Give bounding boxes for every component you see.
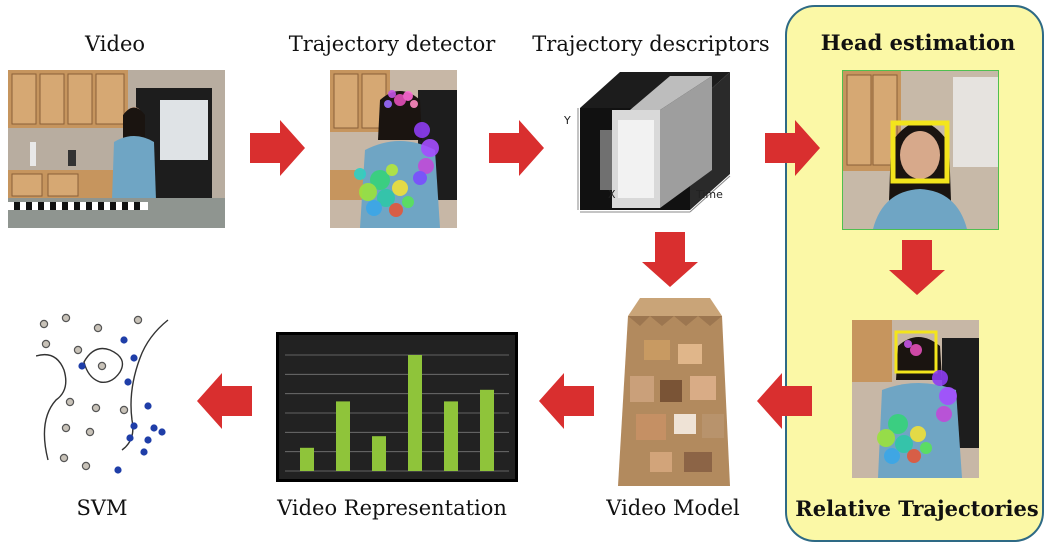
svm-point-class-b [140, 448, 148, 456]
svm-point-class-b [120, 336, 128, 344]
svm-point-class-a [41, 339, 51, 349]
svm-point-class-b [130, 422, 138, 430]
svm-point-class-a [73, 345, 83, 355]
histogram-bar [444, 401, 458, 471]
svm-label: SVM [76, 496, 128, 520]
svm-point-class-a [81, 461, 91, 471]
svm-point-class-a [39, 319, 49, 329]
svm-point-class-a [61, 313, 71, 323]
svm-point-class-b [158, 428, 166, 436]
histogram-bar [372, 436, 386, 471]
svm-point-class-b [114, 466, 122, 474]
descriptor-time-axis-label: Time [696, 188, 723, 201]
svm-point-class-b [78, 362, 86, 370]
relative-trajectories-image [852, 320, 979, 478]
video-representation-histogram [276, 332, 518, 482]
svm-point-class-a [61, 423, 71, 433]
trajectory-descriptor-cube: Y X Time [560, 70, 740, 220]
svm-point-class-b [144, 402, 152, 410]
head-estimation-label: Head estimation [820, 30, 1016, 55]
svm-point-class-a [93, 323, 103, 333]
head-estimation-image [842, 70, 999, 230]
svm-point-class-b [124, 378, 132, 386]
trajectory-detector-label: Trajectory detector [288, 32, 496, 56]
histogram-bar [336, 401, 350, 471]
svm-point-class-a [133, 315, 143, 325]
video-model-label: Video Model [606, 496, 740, 520]
arrow-relative-to-model [757, 373, 812, 429]
svm-point-class-b [144, 436, 152, 444]
video-label: Video [84, 32, 146, 56]
trajectory-descriptors-label: Trajectory descriptors [532, 32, 770, 56]
histogram-bar [300, 447, 314, 471]
svm-point-class-a [65, 397, 75, 407]
svm-point-class-b [126, 434, 134, 442]
svm-point-class-a [85, 427, 95, 437]
descriptor-x-axis-label: X [608, 188, 616, 201]
descriptor-y-axis-label: Y [564, 114, 571, 127]
svm-point-class-b [130, 354, 138, 362]
video-representation-label: Video Representation [277, 496, 507, 520]
svm-diagram [35, 313, 169, 474]
svm-point-class-a [91, 403, 101, 413]
trajectory-detector-image [330, 70, 457, 228]
arrow-representation-to-svm [197, 373, 252, 429]
arrow-video-to-detector [250, 120, 305, 176]
svm-point-class-a [97, 361, 107, 371]
histogram-bar [480, 389, 494, 471]
svm-point-class-a [59, 453, 69, 463]
relative-trajectories-label: Relative Trajectories [795, 496, 1039, 521]
svm-point-class-b [150, 424, 158, 432]
video-frame-image [8, 70, 225, 228]
histogram-chart [285, 354, 509, 472]
histogram-bar [408, 355, 422, 471]
arrow-descriptors-to-model [642, 232, 698, 287]
arrow-descriptors-to-head [765, 120, 820, 176]
video-model-bag-image [610, 296, 738, 488]
arrow-detector-to-descriptors [489, 120, 544, 176]
arrow-head-to-relative [889, 240, 945, 295]
arrow-model-to-representation [539, 373, 594, 429]
svm-illustration [35, 310, 172, 480]
svm-point-class-a [119, 405, 129, 415]
